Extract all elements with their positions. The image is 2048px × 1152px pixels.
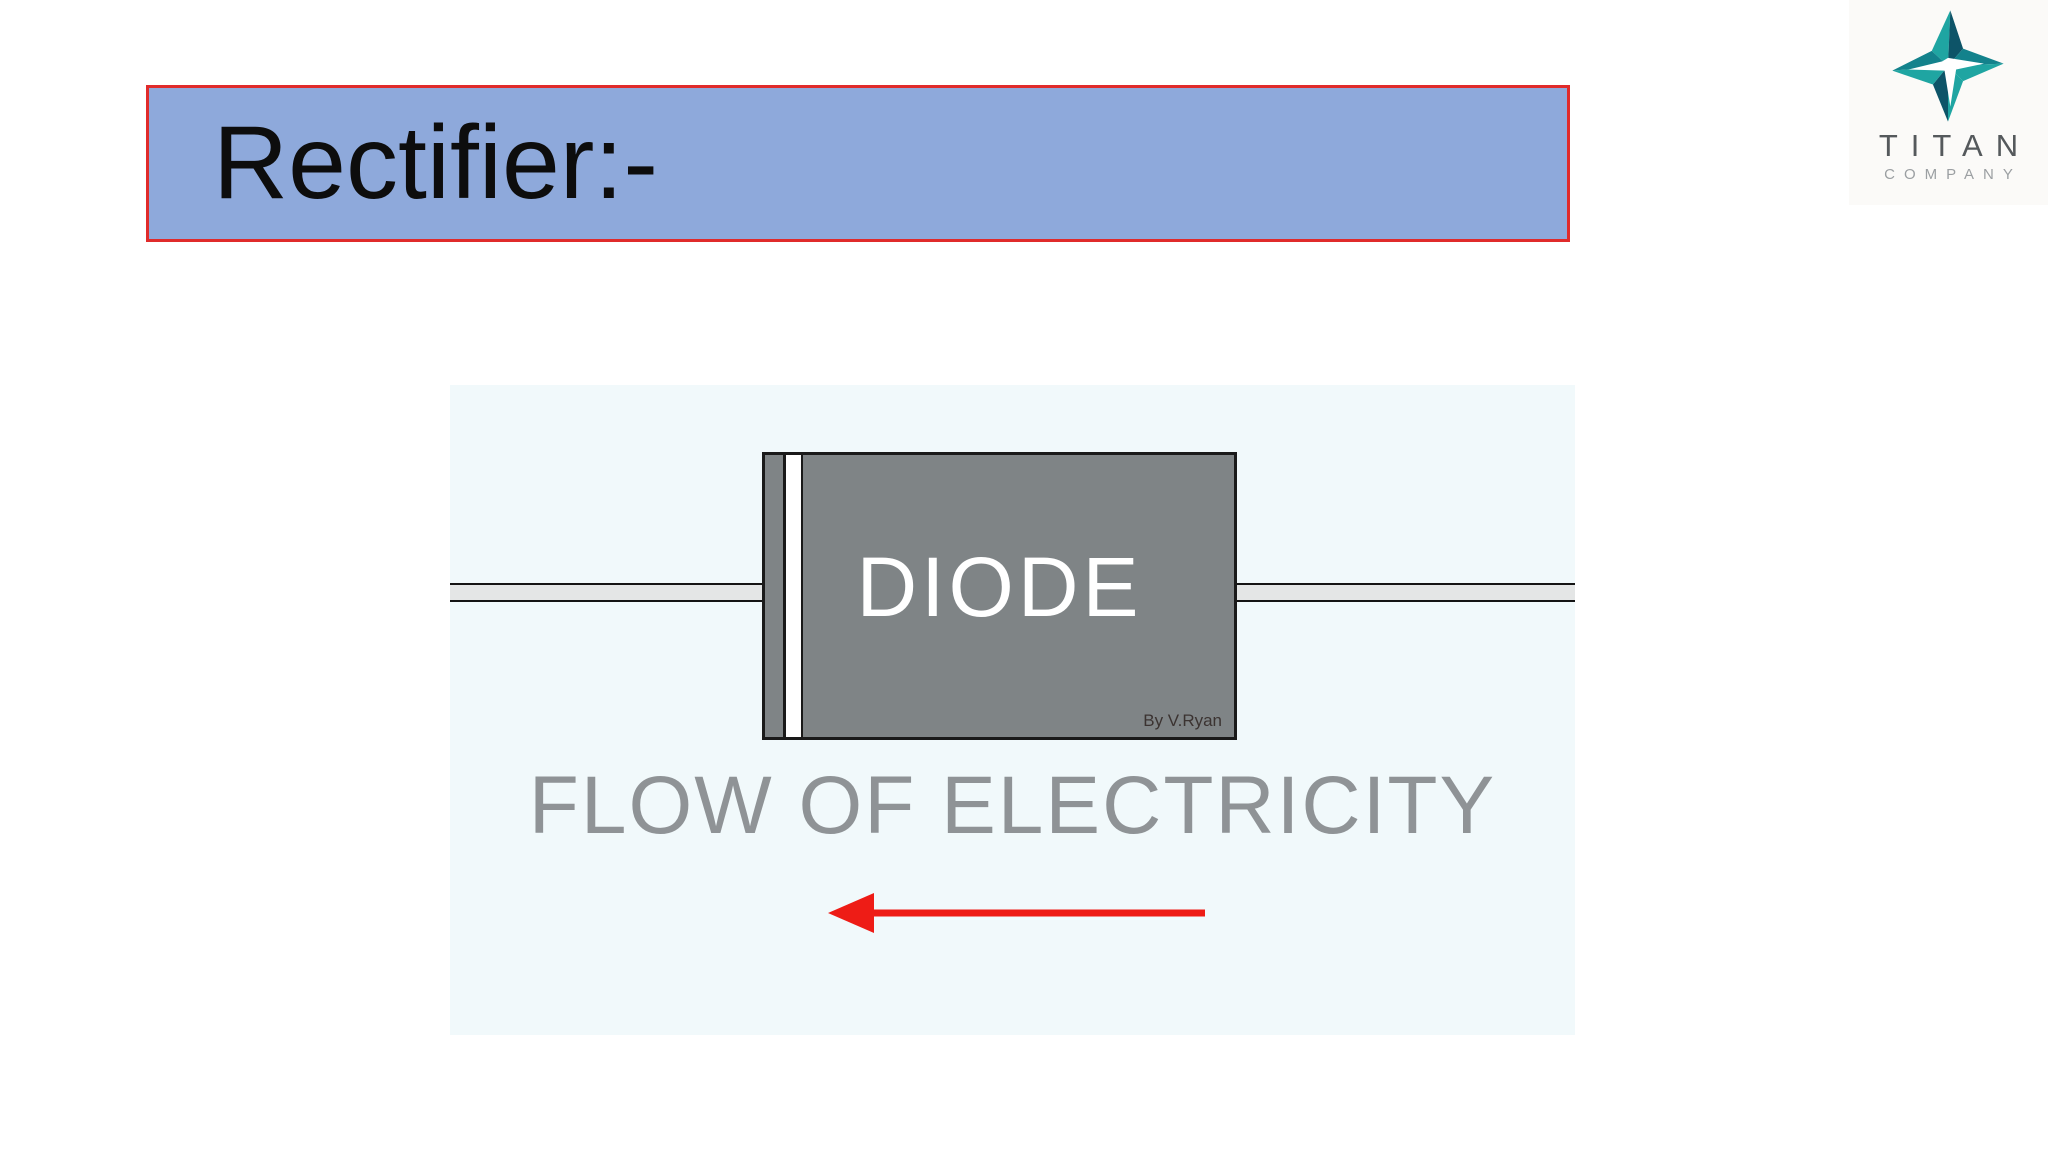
diode-label: DIODE [856, 540, 1143, 634]
diode-body: DIODE By V.Ryan [762, 452, 1237, 740]
logo-subbrand-text: COMPANY [1884, 166, 2022, 183]
titan-star-icon [1892, 10, 2004, 122]
cathode-band [783, 455, 803, 737]
flow-of-electricity-caption: FLOW OF ELECTRICITY [528, 760, 1497, 851]
diode-lead-left [450, 583, 762, 602]
company-logo: TITAN COMPANY [1849, 0, 2048, 205]
page-title: Rectifier:- [213, 105, 658, 221]
diode-diagram: DIODE By V.Ryan FLOW OF ELECTRICITY [450, 385, 1575, 1035]
title-banner: Rectifier:- [146, 85, 1570, 242]
diagram-credit: By V.Ryan [1143, 711, 1222, 730]
logo-brand-text: TITAN [1878, 128, 2032, 163]
diode-lead-right [1237, 583, 1575, 602]
flow-direction-arrow-icon [828, 893, 1205, 933]
